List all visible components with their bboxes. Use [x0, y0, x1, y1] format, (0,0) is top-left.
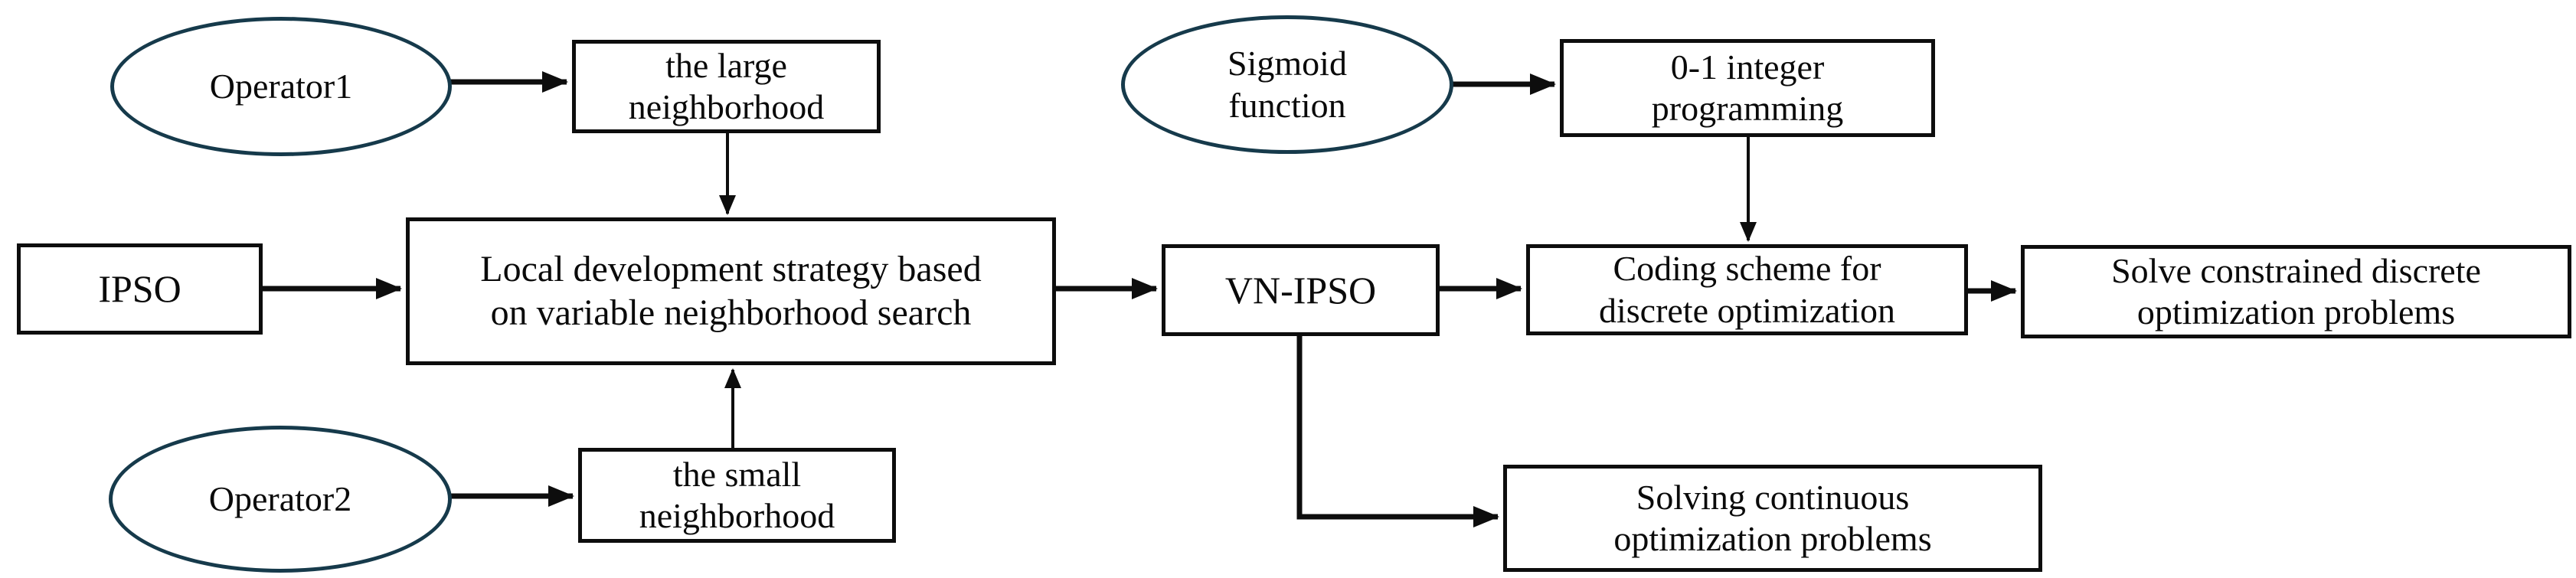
node-label-line: Coding scheme for [1613, 249, 1881, 289]
node-label-line: optimization problems [1613, 519, 1932, 558]
node-label-line: optimization problems [2136, 292, 2456, 331]
node-label-line: programming [1651, 89, 1844, 128]
node-label-line: Operator1 [209, 66, 353, 106]
node-local-dev: Local development strategy based on vari… [406, 217, 1056, 365]
node-label-line: neighborhood [628, 87, 825, 126]
node-label-line: the large [665, 45, 787, 85]
node-ipso: IPSO [17, 243, 263, 335]
node-label-line: Sigmoid [1228, 44, 1347, 83]
node-label-line: Solve constrained discrete [2111, 250, 2481, 290]
node-label-line: on variable neighborhood search [490, 292, 972, 333]
node-sigmoid: Sigmoid function [1121, 15, 1453, 154]
node-solving-continuous: Solving continuous optimization problems [1503, 465, 2042, 572]
node-large-neighborhood: the large neighborhood [572, 40, 881, 133]
node-label-line: Local development strategy based [480, 248, 982, 289]
node-label-line: Operator2 [208, 478, 352, 518]
node-small-neighborhood: the small neighborhood [578, 448, 896, 543]
node-label-line: 0-1 integer [1670, 47, 1825, 87]
node-label-line: VN-IPSO [1224, 268, 1377, 312]
node-label-line: Solving continuous [1636, 477, 1910, 517]
node-operator1: Operator1 [110, 17, 452, 156]
node-vn-ipso: VN-IPSO [1162, 244, 1440, 336]
edge-vn-ipso-solving-continuous [1296, 336, 1499, 527]
node-label-line: IPSO [98, 267, 181, 310]
node-operator2: Operator2 [109, 426, 452, 573]
node-coding-scheme: Coding scheme for discrete optimization [1526, 244, 1968, 335]
node-label-line: the small [672, 454, 802, 494]
node-int-programming: 0-1 integer programming [1560, 39, 1935, 137]
node-label-line: neighborhood [639, 496, 835, 535]
node-label-line: function [1228, 85, 1346, 125]
node-label-line: discrete optimization [1598, 290, 1896, 330]
node-solve-discrete: Solve constrained discrete optimization … [2021, 245, 2571, 338]
